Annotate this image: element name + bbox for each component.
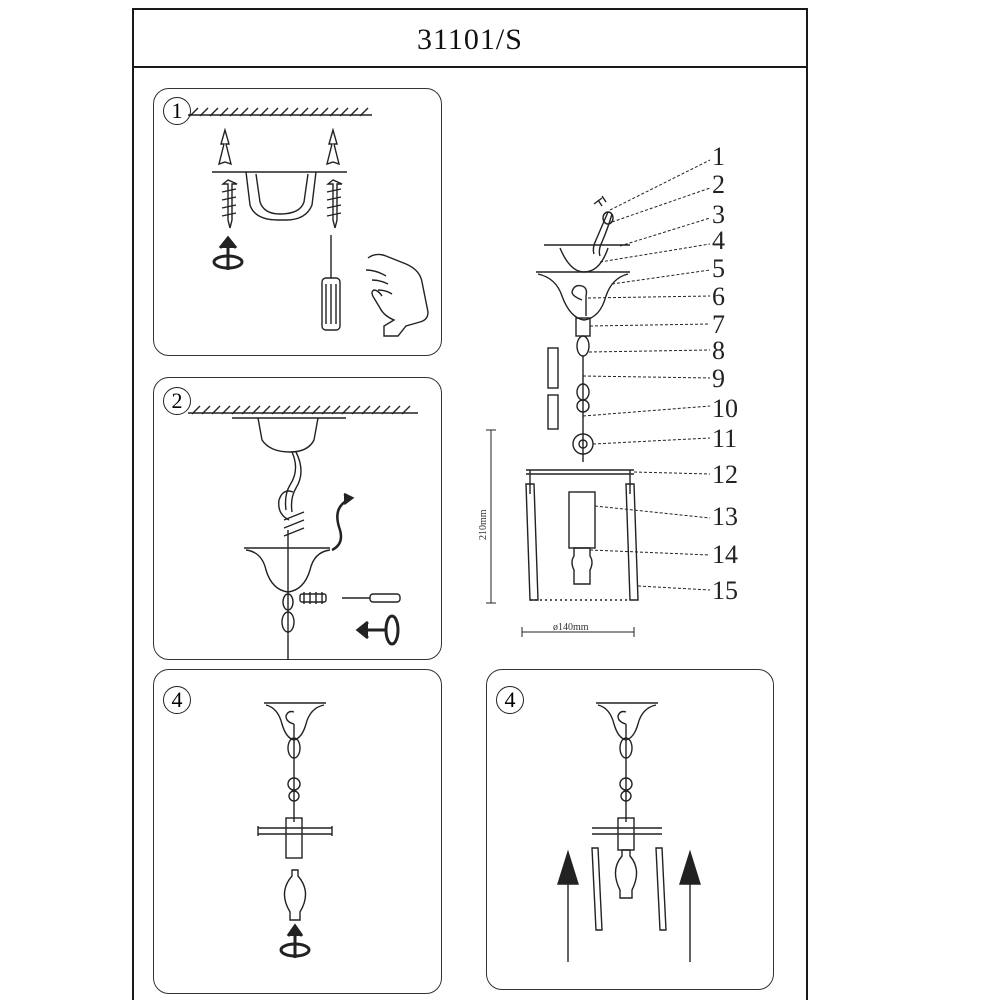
callout-12: 12	[712, 460, 738, 489]
rotate-arrow-icon	[212, 235, 244, 270]
callout-14: 14	[712, 540, 738, 569]
callout-5: 5	[712, 254, 725, 283]
callout-11: 11	[712, 424, 738, 453]
supply-wire	[592, 195, 614, 257]
ceiling-surface-1	[188, 107, 372, 117]
up-arrow-icon	[557, 849, 701, 962]
callout-10: 10	[712, 394, 738, 423]
step-1-number: 1	[163, 97, 191, 125]
diameter-dimension-label: ø140mm	[553, 622, 589, 633]
wall-plug-icon	[218, 127, 340, 166]
canopy-2	[244, 530, 331, 660]
model-number: 31101/S	[417, 23, 523, 56]
callout-7: 7	[712, 310, 725, 339]
callout-1: 1	[712, 142, 725, 171]
screwdriver-icon	[321, 235, 341, 331]
step-4b-panel	[486, 669, 774, 990]
canopy	[536, 271, 630, 321]
callout-13: 13	[712, 502, 738, 531]
screw-icon	[299, 592, 401, 604]
socket	[568, 491, 596, 549]
bulb	[571, 547, 593, 585]
chain-extension-rods	[547, 347, 559, 430]
callout-15: 15	[712, 576, 738, 605]
chain-link	[281, 593, 295, 633]
rotate-arrow-icon	[331, 492, 355, 552]
rotate-arrow-icon	[279, 923, 311, 958]
callout-6: 6	[712, 282, 725, 311]
title-bar: 31101/S	[134, 10, 806, 68]
chain-assembly	[572, 317, 594, 462]
step-4a-number: 4	[163, 686, 191, 714]
height-dimension	[486, 429, 496, 604]
ceiling-surface-2	[188, 405, 418, 419]
diameter-dimension	[521, 627, 635, 637]
callout-2: 2	[712, 170, 725, 199]
pendant-assembly-3	[257, 702, 333, 859]
canopy-bracket	[544, 244, 630, 273]
hook	[571, 284, 588, 316]
callout-leaders	[582, 159, 711, 591]
instruction-sheet: 31101/S	[132, 8, 808, 1000]
hook-bracket	[257, 417, 319, 537]
glass-panel	[591, 847, 667, 931]
step-1-panel	[153, 88, 442, 356]
callout-9: 9	[712, 364, 725, 393]
glass-shade-panels	[525, 483, 639, 601]
shade-holder	[526, 469, 634, 494]
step-2-number: 2	[163, 387, 191, 415]
hand-icon	[365, 253, 429, 337]
step-4a-panel	[153, 669, 442, 994]
callout-8: 8	[712, 336, 725, 365]
callout-4: 4	[712, 226, 725, 255]
mounting-bracket	[212, 171, 347, 221]
step-4b-number: 4	[496, 686, 524, 714]
tighten-arrow-icon	[355, 614, 400, 646]
callout-3: 3	[712, 200, 725, 229]
pendant-assembly-4	[592, 702, 662, 899]
screw-icon	[221, 179, 343, 229]
step-2-panel	[153, 377, 442, 660]
bulb	[283, 869, 307, 921]
height-dimension-label: 210mm	[478, 509, 489, 540]
